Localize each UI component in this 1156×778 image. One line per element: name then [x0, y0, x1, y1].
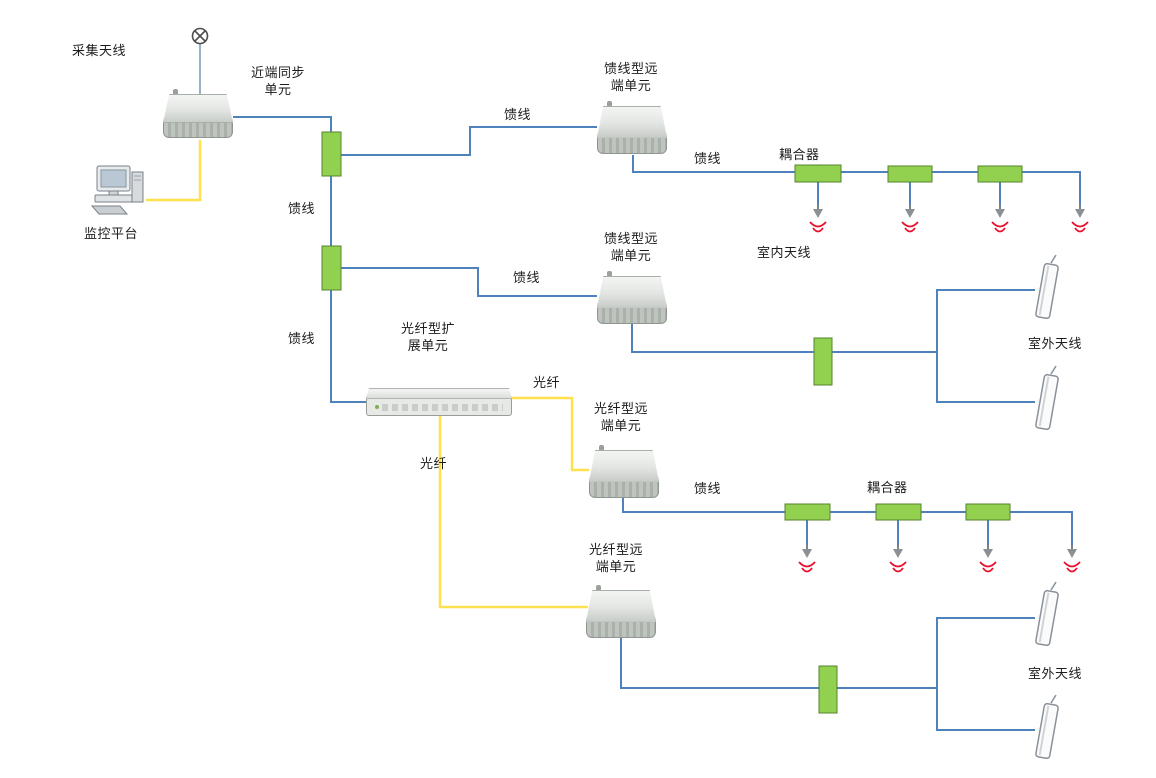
- indoor-antennas-row1: [809, 204, 1089, 233]
- label-fiber-2: 光纤: [420, 457, 448, 472]
- splitter-box: [321, 131, 342, 177]
- label-collect-antenna: 采集天线: [72, 44, 127, 59]
- device-top-face: [597, 276, 667, 308]
- device-front-face: [586, 621, 656, 638]
- feeder-remote-unit-1-device: [597, 101, 667, 154]
- fiber-remote-unit-2-device: [586, 585, 656, 638]
- device-antenna-nub: [606, 101, 612, 107]
- device-front-face: [163, 123, 233, 138]
- label-feeder-6: 馈线: [694, 482, 722, 497]
- fiber-cables: [146, 140, 589, 609]
- label-feeder-2: 馈线: [694, 152, 722, 167]
- indoor-antennas-row2: [798, 544, 1081, 573]
- coupler-box: [977, 165, 1023, 183]
- rack-led: [375, 405, 379, 409]
- device-antenna-nub: [172, 89, 178, 95]
- splitter-box: [813, 337, 833, 386]
- label-fiber-expansion-unit: 光纤型扩展单元: [400, 322, 455, 354]
- device-antenna-nub: [606, 271, 612, 277]
- label-fiber-1: 光纤: [533, 376, 561, 391]
- fiber-remote-unit-1-device: [589, 445, 659, 498]
- rack-slots: [382, 403, 503, 411]
- label-coupler-1: 耦合器: [779, 148, 820, 163]
- label-fiber-remote-unit-2: 光纤型远端单元: [588, 543, 643, 575]
- label-near-end-sync-unit: 近端同步单元: [250, 66, 305, 98]
- coupler-box: [784, 503, 831, 521]
- rack-front-face: [366, 399, 512, 416]
- label-monitor-platform: 监控平台: [84, 227, 139, 242]
- monitor-platform-icon: [90, 165, 144, 215]
- label-feeder-4: 馈线: [513, 271, 541, 286]
- label-feeder-remote-unit-1: 馈线型远端单元: [603, 62, 658, 94]
- device-top-face: [586, 590, 656, 622]
- coupler-box: [794, 164, 842, 183]
- device-top-face: [589, 450, 659, 482]
- label-coupler-2: 耦合器: [867, 481, 908, 496]
- splitter-box: [818, 665, 838, 714]
- label-feeder-3: 馈线: [288, 202, 316, 217]
- feeder-remote-unit-2-device: [597, 271, 667, 324]
- device-antenna-nub: [598, 445, 604, 451]
- label-feeder-1: 馈线: [504, 108, 532, 123]
- near-end-sync-unit-device: [163, 89, 233, 138]
- device-front-face: [597, 137, 667, 154]
- device-top-face: [163, 94, 233, 124]
- rack-top-face: [366, 388, 512, 399]
- feeder-cables: [233, 116, 1081, 731]
- coupler-box: [887, 165, 933, 183]
- label-feeder-5: 馈线: [288, 332, 316, 347]
- splitter-box: [321, 245, 342, 291]
- label-fiber-remote-unit-1: 光纤型远端单元: [593, 402, 648, 434]
- fiber-expansion-unit-device: [366, 388, 512, 416]
- coupler-box: [965, 503, 1011, 521]
- label-outdoor-antenna-2: 室外天线: [1028, 667, 1083, 682]
- coupler-box: [875, 503, 922, 521]
- collect-antenna-icon: [191, 27, 209, 96]
- splitters: [321, 131, 1023, 714]
- label-indoor-antenna: 室内天线: [757, 246, 812, 261]
- label-outdoor-antenna-1: 室外天线: [1028, 337, 1083, 352]
- device-front-face: [589, 481, 659, 498]
- device-antenna-nub: [595, 585, 601, 591]
- label-feeder-remote-unit-2: 馈线型远端单元: [603, 232, 658, 264]
- device-front-face: [597, 307, 667, 324]
- device-top-face: [597, 106, 667, 138]
